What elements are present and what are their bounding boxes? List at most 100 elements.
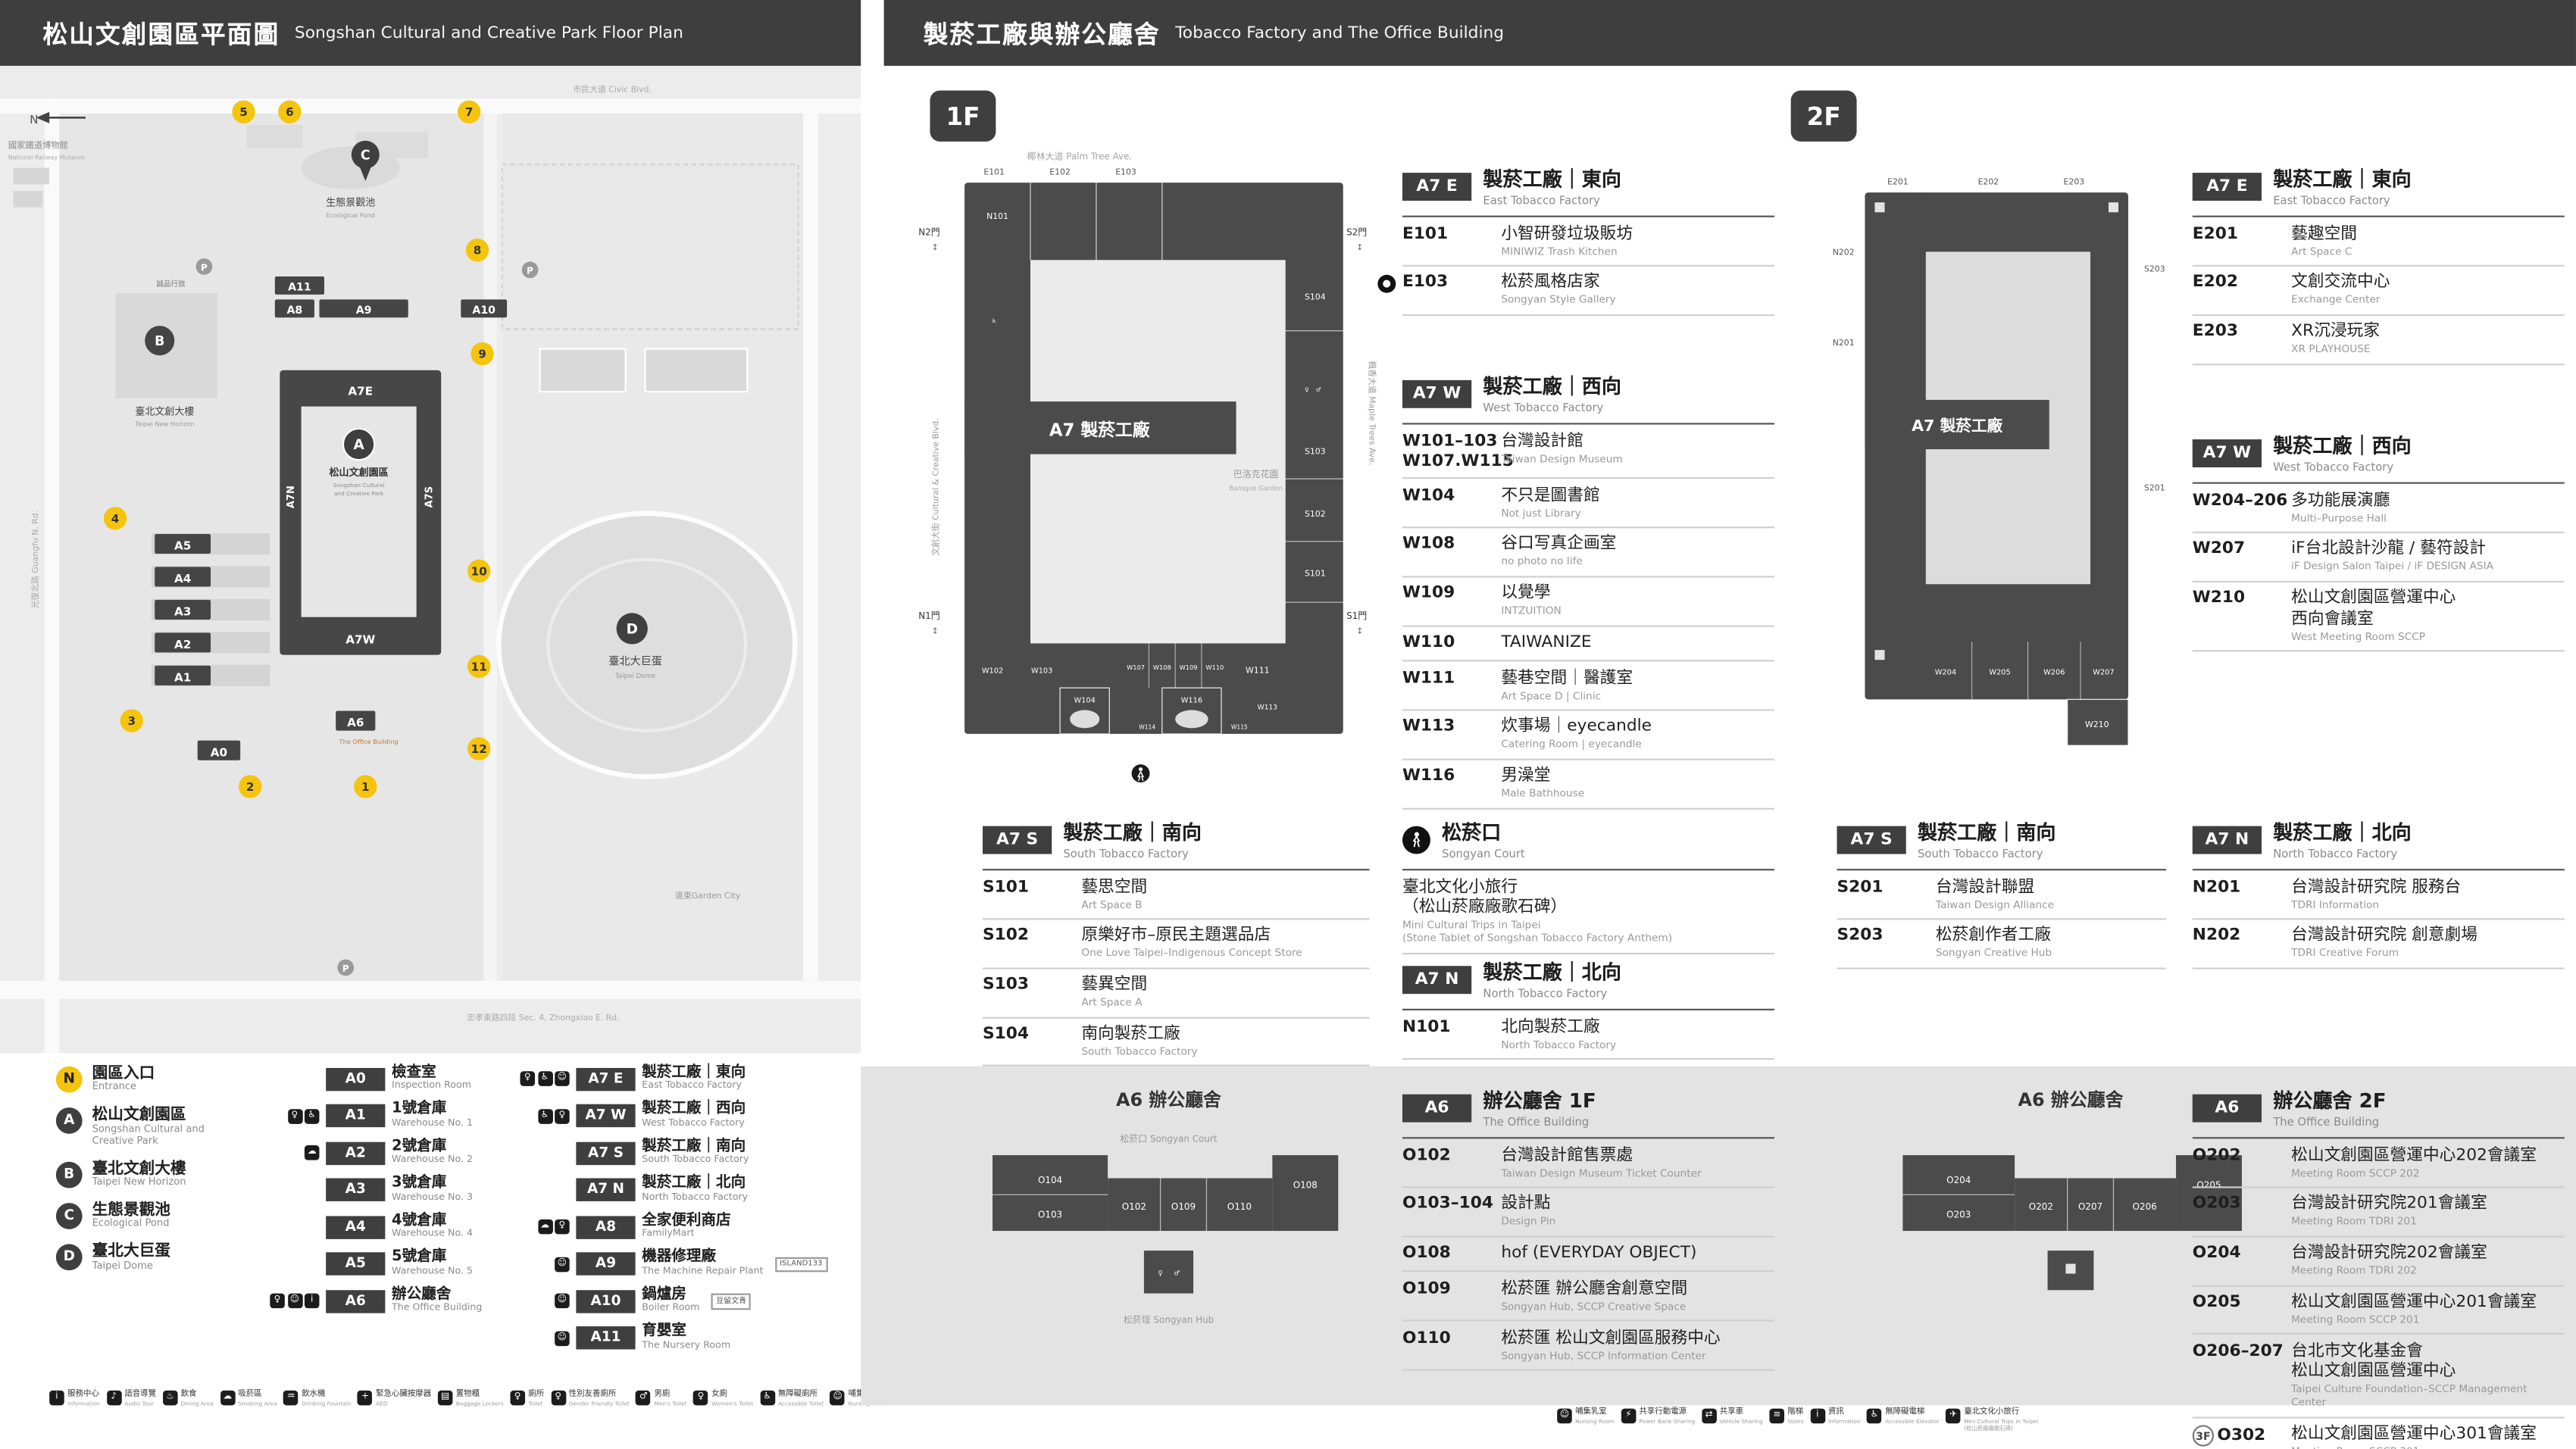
room-name-zh: 不只是圖書館 — [1501, 486, 1600, 504]
entrance-6: 6 — [286, 105, 294, 119]
section-badge: A7 N — [1402, 965, 1472, 994]
legend-amenity-icons: ♀☺i — [240, 1293, 320, 1309]
room-name-zh: 臺北文化小旅行 — [1402, 878, 1518, 896]
legend-area-zh: 園區入口 — [92, 1064, 155, 1083]
office-building-1f-plan: A6 辦公廳舍 松菸口 Songyan Court O104 O103 O102… — [993, 1089, 1339, 1326]
room-name-zh: 台灣設計館 — [1501, 432, 1583, 451]
room-name-en: XR PLAYHOUSE — [2291, 344, 2371, 356]
room-name-en: Songyan Hub, SCCP Creative Space — [1501, 1301, 1687, 1313]
amenity-en: Drinking Fountain — [302, 1400, 352, 1407]
section-title-en: East Tobacco Factory — [1483, 194, 1600, 208]
section-badge: A7 W — [1402, 379, 1472, 408]
legend-area-en: Taipei Dome — [92, 1260, 153, 1272]
accessible-toilet-icon: ♿ — [760, 1390, 775, 1406]
room-code-line: O108 — [1402, 1244, 1451, 1263]
new-horizon-en: Taipei New Horizon — [134, 420, 194, 428]
amenity-zh: 吸菸區 — [238, 1390, 262, 1399]
room-code-line: W204–206 — [2192, 491, 2288, 510]
room-code: N202 — [2193, 927, 2291, 947]
room-o206-label: O206 — [2133, 1201, 2157, 1212]
room-w207-label: W207 — [2093, 669, 2114, 677]
room-name-en: Art Space A — [1081, 998, 1143, 1010]
section-title-zh: 松菸口 — [1442, 821, 1502, 845]
room-code-line: W116 — [1402, 767, 1455, 785]
room-name-en: Taiwan Design Museum — [1501, 453, 1623, 465]
accessible-elevator-icon: ♿ — [1867, 1408, 1882, 1424]
stairs-icon: ≡ — [1769, 1408, 1784, 1424]
room-code-line: E103 — [1402, 273, 1449, 292]
amenity-zh: 無障礙電梯 — [1885, 1408, 1925, 1417]
entrance-9: 9 — [478, 348, 486, 361]
park-name-zh: 松山文創園區 — [330, 467, 389, 479]
legend-building-badge: A0 — [326, 1066, 386, 1091]
room-e202-label: E202 — [1978, 176, 1999, 186]
legend-building-en: The Nursery Room — [642, 1340, 731, 1351]
legend-area-en: Taipei New Horizon — [92, 1176, 186, 1188]
room-name-en: Meeting Room TDRI 202 — [2291, 1266, 2417, 1278]
room-code-line: O103–104 — [1402, 1195, 1494, 1213]
baroque-garden-zh: 巴洛克花園 — [1233, 468, 1279, 479]
room-code-line: O102 — [1402, 1146, 1451, 1165]
room-name-en: Art Space D | Clinic — [1501, 690, 1602, 702]
amenity-en: Smoking Area — [238, 1400, 277, 1407]
room-s101-label: S101 — [1305, 568, 1326, 578]
area-c-marker: C — [361, 148, 370, 164]
legend-building-en: Boiler Room — [642, 1303, 700, 1313]
railway-museum-en: National Railway Museum — [8, 155, 85, 161]
room-code-line: O203 — [2192, 1195, 2241, 1213]
gate-n1-arrows-icon: ↕ — [932, 626, 939, 635]
park-name-en1: Songshan Cultural — [333, 482, 385, 489]
legend-building-badge: A2 — [326, 1141, 386, 1165]
parking-icon: P — [342, 963, 349, 974]
room-code-line: O202 — [2192, 1146, 2241, 1165]
toilet-icon: ♀ — [520, 1071, 536, 1086]
legend-building-badge: A7 E — [576, 1066, 636, 1091]
room-n101-label: N101 — [986, 211, 1008, 221]
office-building-2f-plan: A6 辦公廳舍 O204 O203 O202 O207 O206 O205 — [1902, 1089, 2242, 1291]
accessible-icon: ♿ — [537, 1108, 552, 1123]
legend-building-en: Warehouse No. 3 — [392, 1192, 473, 1203]
entrance-1: 1 — [361, 780, 370, 794]
cultural-trips-icon: ✈ — [1946, 1408, 1961, 1424]
section-badge: A7 S — [1837, 825, 1906, 854]
legend-building-badge: A9 — [576, 1252, 636, 1276]
amenity-zh: 飲水機 — [302, 1390, 326, 1399]
amenity-en: Dining Area — [180, 1400, 214, 1407]
legend-building-zh: 機器修理廠 — [642, 1249, 717, 1266]
room-n202-label: N202 — [1833, 248, 1855, 258]
legend-building-zh: 製菸工廠｜南向 — [642, 1138, 746, 1155]
legend-building-badge: A1 — [326, 1104, 386, 1128]
room-name-en: Exchange Center — [2291, 295, 2381, 307]
room-name-zh: 松山文創園區營運中心201會議室 — [2291, 1293, 2537, 1312]
room-w113-label: W113 — [1258, 704, 1278, 711]
room-name-zh: 原樂好市–原民主題選品店 — [1081, 926, 1271, 945]
